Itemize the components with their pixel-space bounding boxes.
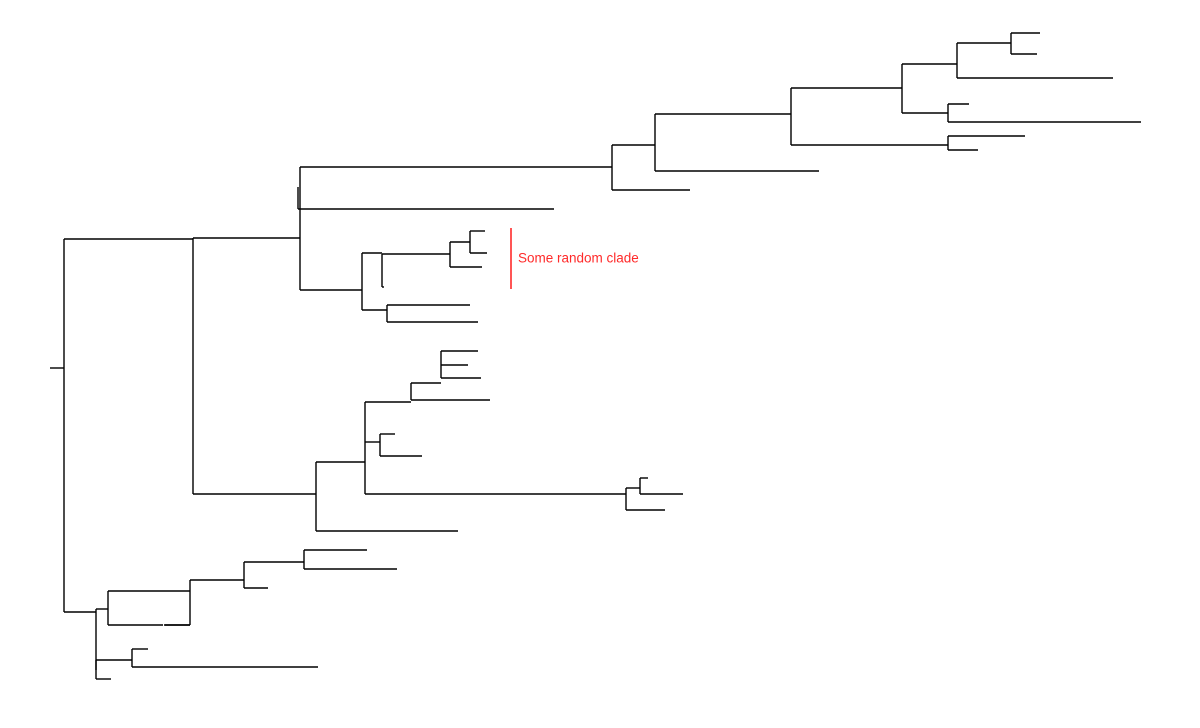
tree-branch-layer	[50, 32, 1141, 680]
clade-annotation-label: Some random clade	[518, 251, 639, 266]
clade-annotation-layer: Some random clade	[510, 228, 639, 289]
